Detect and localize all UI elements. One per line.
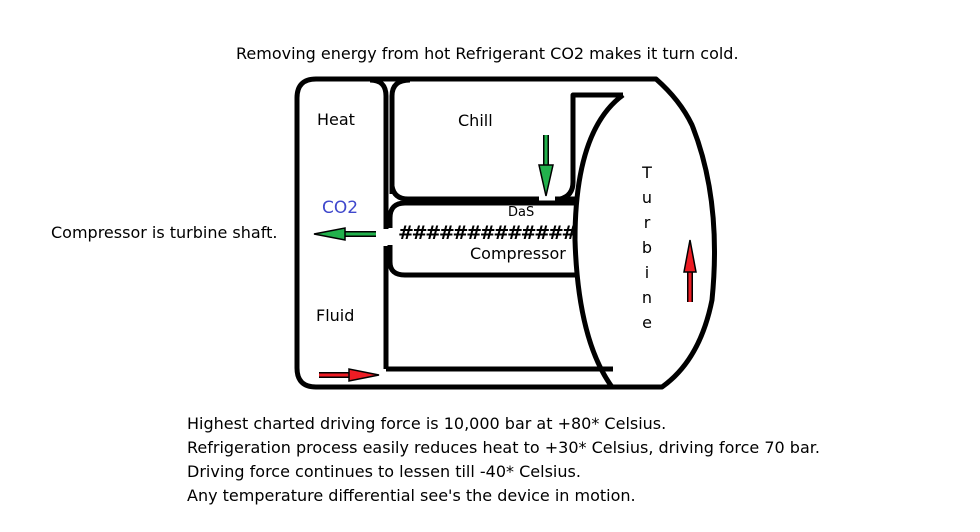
turbine-inner-arc <box>572 92 625 389</box>
turbine-letter: b <box>641 238 653 257</box>
chill-right-wall <box>559 92 623 202</box>
note-line: Highest charted driving force is 10,000 … <box>187 414 667 433</box>
outer-housing <box>294 76 717 390</box>
turbine-letter: u <box>641 188 653 207</box>
chill-label: Chill <box>458 111 493 130</box>
turbine-letter: e <box>642 313 652 332</box>
green-arrow-left <box>313 227 376 241</box>
chill-chamber-bottom <box>389 185 539 202</box>
turbine-letter: i <box>644 263 650 282</box>
turbine-letter: T <box>642 163 652 182</box>
turbine-letter: r <box>643 213 651 232</box>
green-arrow-down <box>538 135 554 197</box>
compressor-label: Compressor <box>470 244 566 263</box>
note-line: Refrigeration process easily reduces hea… <box>187 438 820 457</box>
side-note: Compressor is turbine shaft. <box>51 223 278 242</box>
red-arrow-right <box>319 368 380 382</box>
compressor-housing <box>387 200 576 278</box>
heat-chamber-wall-upper <box>369 77 389 229</box>
note-line: Driving force continues to lessen till -… <box>187 462 581 481</box>
das-label: DaS <box>508 205 535 220</box>
co2-label: CO2 <box>322 198 359 218</box>
note-line: Any temperature differential see's the d… <box>187 486 636 505</box>
fluid-label: Fluid <box>316 306 355 325</box>
compressor-shaft: ############# <box>398 222 577 244</box>
red-arrow-up <box>683 239 697 302</box>
turbine-letter: n <box>641 288 653 307</box>
turbine-label: T u r b i n e <box>640 160 654 335</box>
diagram-title: Removing energy from hot Refrigerant CO2… <box>236 44 739 63</box>
chill-chamber <box>389 77 411 194</box>
heat-label: Heat <box>317 110 355 129</box>
